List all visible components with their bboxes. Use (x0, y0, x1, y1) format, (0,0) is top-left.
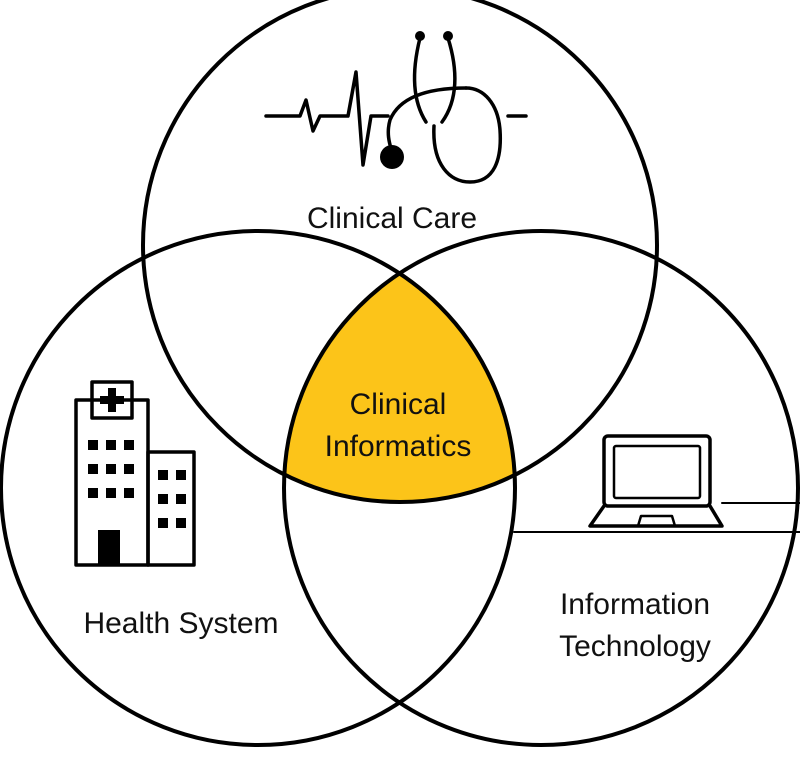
label-clinical-informatics-line2: Informatics (325, 430, 472, 463)
label-clinical-care: Clinical Care (307, 202, 477, 235)
clinical-informatics-region (284, 231, 515, 502)
laptop-icon (513, 434, 800, 533)
circle-information-technology (282, 229, 800, 747)
circle-health-system (0, 229, 517, 747)
label-information-technology-line2: Technology (559, 630, 711, 663)
label-clinical-informatics-line1: Clinical (350, 388, 447, 421)
hospital-building-icon (74, 380, 196, 567)
label-health-system: Health System (83, 607, 278, 640)
label-information-technology-line1: Information (560, 588, 710, 621)
circle-clinical-care (141, 0, 659, 504)
stethoscope-ecg-icon (264, 31, 528, 184)
